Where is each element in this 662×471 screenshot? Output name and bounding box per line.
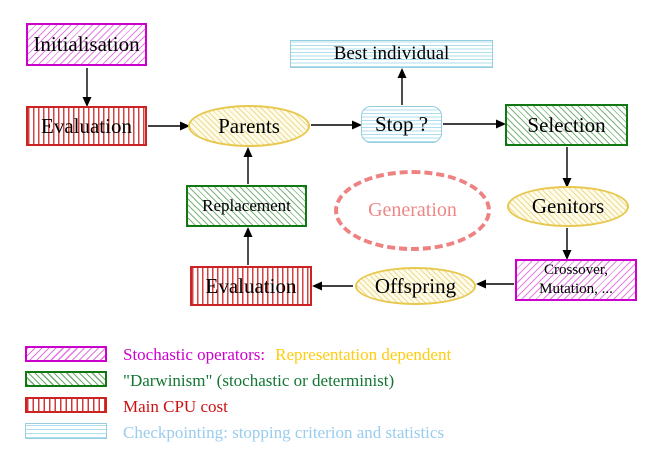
crossover-line2: Mutation, ... bbox=[539, 281, 613, 297]
node-genitors: Genitors bbox=[507, 186, 629, 227]
node-crossover-mutation: Crossover, Mutation, ... bbox=[515, 259, 637, 301]
node-evaluation-bottom: Evaluation bbox=[190, 266, 312, 306]
node-stop: Stop ? bbox=[361, 106, 442, 143]
node-best-individual: Best individual bbox=[290, 40, 493, 68]
legend-label-stochastic: Stochastic operators: bbox=[123, 345, 266, 364]
node-offspring: Offspring bbox=[355, 267, 476, 305]
crossover-line1: Crossover, bbox=[544, 262, 608, 279]
green-diagonal-hatch-swatch bbox=[25, 371, 107, 387]
legend-item-darwinism: "Darwinism" (stochastic or determinist) bbox=[123, 371, 395, 390]
node-initialisation: Initialisation bbox=[26, 23, 147, 66]
node-evaluation-top: Evaluation bbox=[26, 106, 147, 146]
node-parents: Parents bbox=[188, 105, 310, 147]
magenta-diagonal-hatch-swatch bbox=[25, 346, 107, 362]
cyan-horizontal-stripes-swatch bbox=[25, 423, 107, 439]
legend-label-representation: Representation dependent bbox=[275, 345, 452, 364]
node-replacement: Replacement bbox=[186, 185, 307, 227]
red-vertical-stripes-swatch bbox=[25, 397, 107, 413]
legend-item-cpu-cost: Main CPU cost bbox=[123, 397, 228, 416]
node-generation: Generation bbox=[334, 170, 491, 251]
node-selection: Selection bbox=[505, 104, 628, 146]
legend-item-stochastic-operators: Stochastic operators: Representation depe… bbox=[123, 345, 451, 365]
legend-item-checkpointing: Checkpointing: stopping criterion and st… bbox=[123, 423, 445, 442]
